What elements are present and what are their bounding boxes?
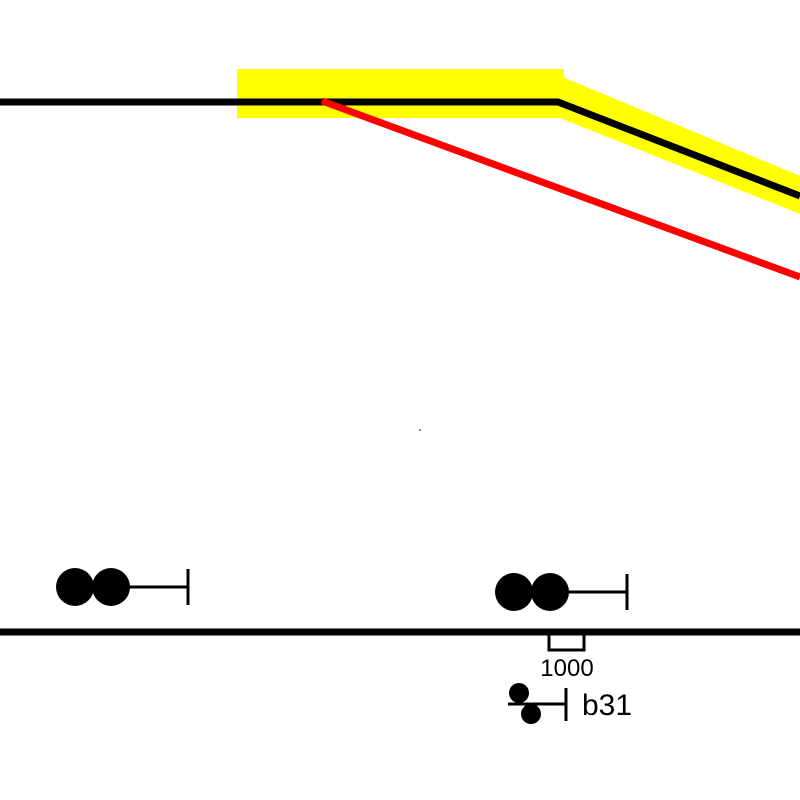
- signal-b31[interactable]: b31: [508, 683, 632, 724]
- signal-name-label: b31: [582, 689, 632, 722]
- dwarf-lamp-icon: [521, 704, 541, 724]
- signal-lamp-icon: [531, 573, 569, 611]
- diverging-route-red: [320, 97, 800, 281]
- signal-lamp-icon: [92, 568, 130, 606]
- signal-lamp-icon: [56, 568, 94, 606]
- route-highlight: [237, 69, 800, 214]
- center-dot: [419, 429, 421, 431]
- distance-marker-bracket: [547, 632, 586, 652]
- distance-marker-label: 1000: [540, 655, 593, 682]
- upper-track: [0, 98, 800, 200]
- dwarf-lamp-icon: [509, 683, 529, 703]
- signal-lamp-icon: [495, 573, 533, 611]
- route-highlight-diverging: [560, 76, 800, 214]
- signal-left[interactable]: [56, 568, 190, 606]
- signal-middle[interactable]: [495, 573, 629, 611]
- route-highlight-straight: [237, 69, 564, 118]
